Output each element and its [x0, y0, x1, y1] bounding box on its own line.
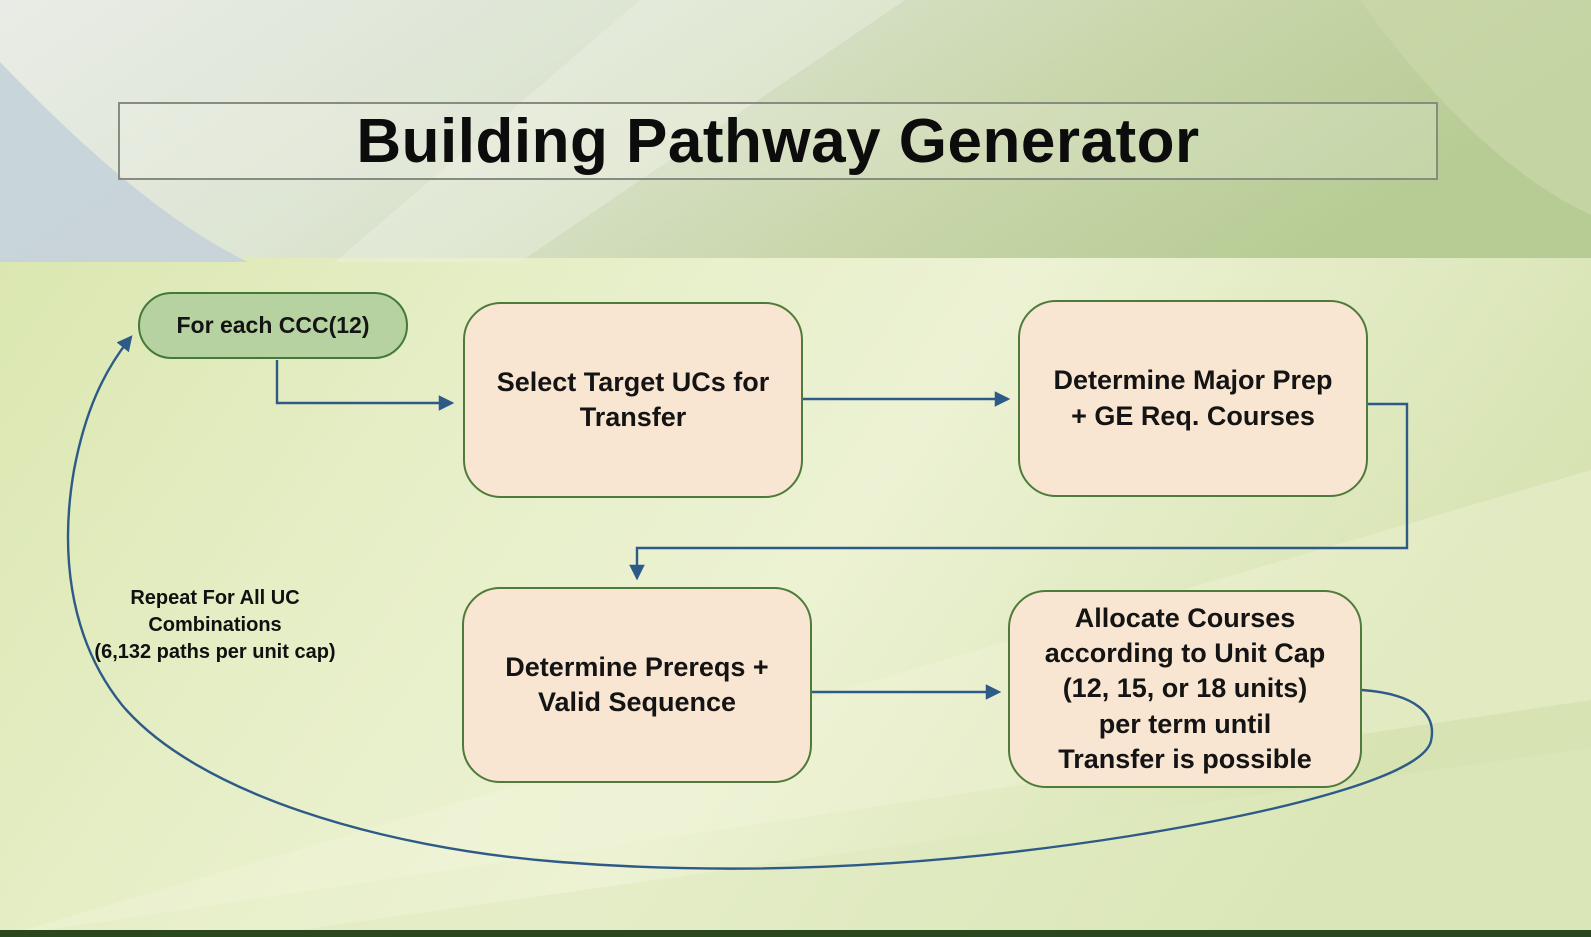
body-lower-band	[250, 748, 1591, 937]
edge-loop-back	[66, 335, 1434, 870]
flow-node-label: Determine Major Prep + GE Req. Courses	[1053, 365, 1333, 431]
flow-node-label: Select Target UCs for Transfer	[496, 366, 770, 432]
loop-annotation: Repeat For All UC Combinations (6,132 pa…	[94, 587, 336, 663]
edge-start-to-select	[275, 360, 455, 411]
flow-node-label: Determine Prereqs + Valid Sequence	[505, 651, 769, 717]
bottom-bar	[0, 930, 1591, 937]
flow-node-determine-prereqs: Determine Prereqs + Valid Sequence	[462, 587, 812, 783]
flow-node-select-target-ucs: Select Target UCs for Transfer	[463, 302, 803, 498]
title-box: Building Pathway Generator	[118, 102, 1438, 180]
flow-node-determine-major-prep: Determine Major Prep + GE Req. Courses	[1018, 300, 1368, 497]
edge-major-to-prereq	[629, 402, 1409, 581]
header-band	[0, 0, 1591, 262]
blue-wave-shape	[0, 62, 248, 262]
flow-node-label: For each CCC(12)	[176, 312, 370, 338]
light-diagonal-band	[335, 0, 905, 262]
flow-node-allocate-courses: Allocate Courses according to Unit Cap (…	[1008, 590, 1362, 788]
page-title: Building Pathway Generator	[356, 106, 1200, 176]
flow-node-for-each-ccc: For each CCC(12)	[138, 292, 408, 359]
corner-sweep-shape	[1360, 0, 1591, 215]
flow-node-label: Allocate Courses according to Unit Cap (…	[1044, 603, 1326, 774]
